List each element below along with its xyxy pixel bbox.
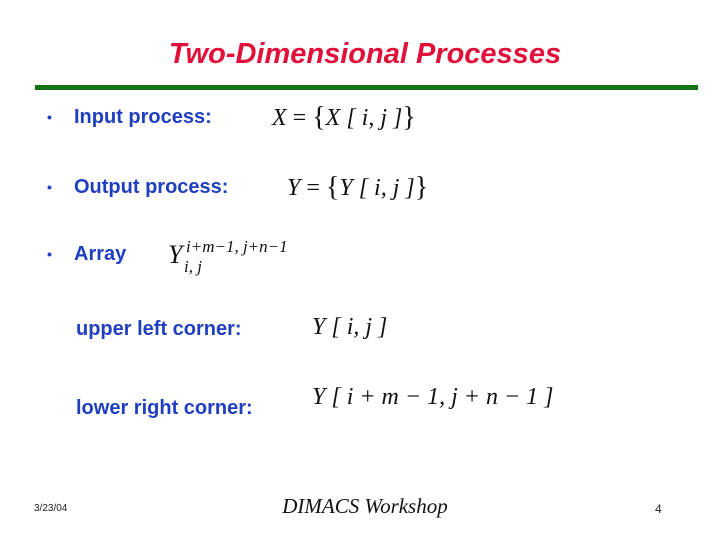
title-underline-rule [35,85,698,90]
bullet-marker: • [47,179,52,195]
upper-left-formula: Y [ i, j ] [312,314,388,340]
input-process-formula: X = {X [ i, j ]} [272,101,416,133]
bullet-marker: • [47,109,52,125]
math-close-brace: } [402,102,416,133]
math-eq: = [286,105,313,131]
footer-title: DIMACS Workshop [282,494,448,518]
math-open-brace: { [312,102,326,133]
bullet-marker: • [47,246,52,262]
math-eq: = [300,175,326,201]
sub-item-label: upper left corner: [76,318,242,340]
math-lhs: X [272,105,287,131]
math-subscript: i, j [184,257,202,276]
bullet-label: Array [74,243,127,265]
math-body: Y [ i, j ] [339,175,415,201]
footer-date: 3/23/04 [34,503,68,514]
math-close-brace: } [414,172,429,203]
bullet-label: Input process: [74,106,212,128]
math-superscript: i+m−1, j+n−1 [186,237,288,256]
output-process-formula: Y = {Y [ i, j ]} [287,171,428,203]
math-open-brace: { [325,172,340,203]
footer-page-number: 4 [655,502,662,516]
math-lhs: Y [287,175,301,201]
math-body: X [ i, j ] [325,105,403,131]
math-base: Y [168,240,183,269]
array-formula: Y i+m−1, j+n−1 i, j [168,237,308,280]
sub-item-label: lower right corner: [76,397,253,419]
lower-right-formula: Y [ i + m − 1, j + n − 1 ] [312,384,554,410]
slide-title: Two-Dimensional Processes [168,38,562,70]
bullet-label: Output process: [74,176,229,198]
